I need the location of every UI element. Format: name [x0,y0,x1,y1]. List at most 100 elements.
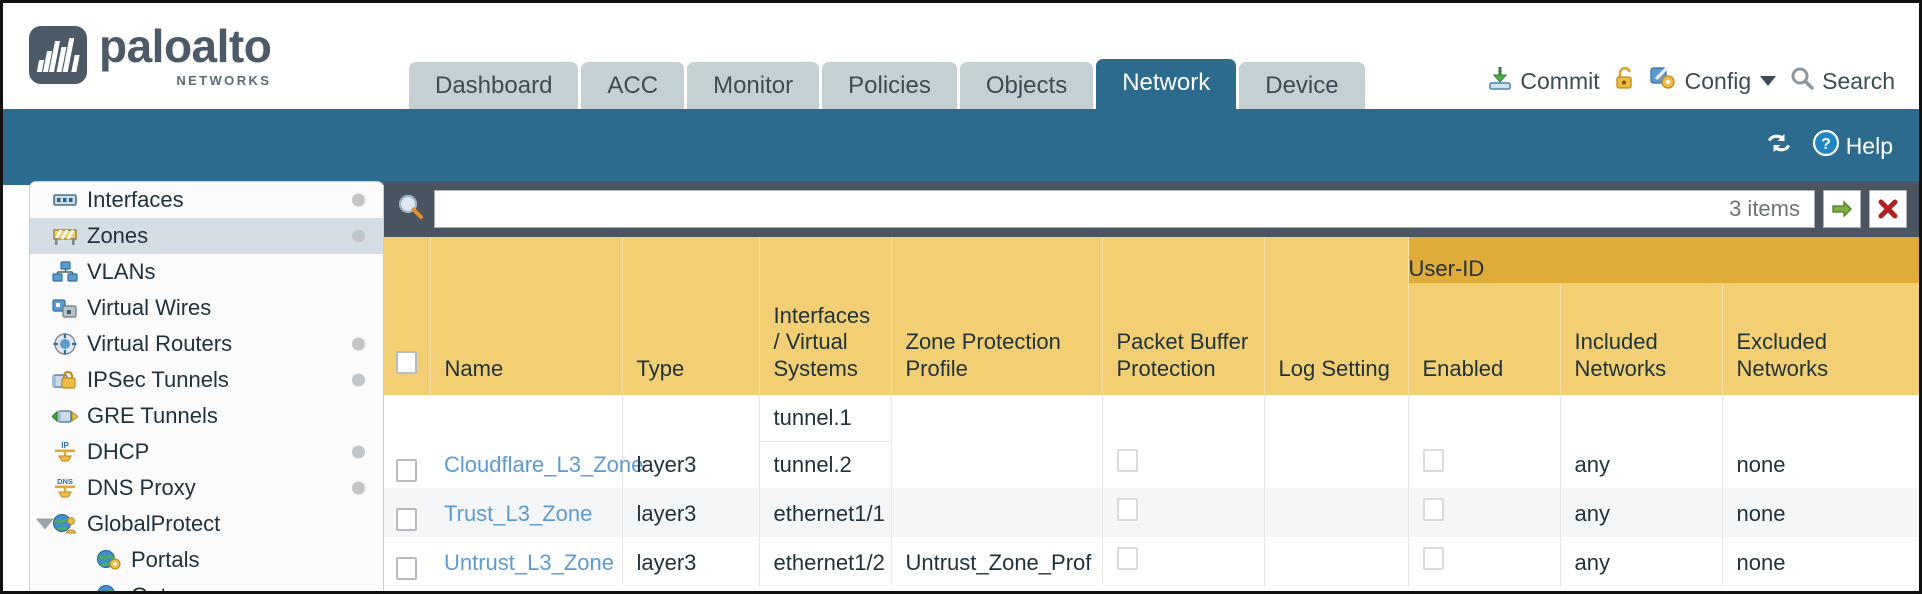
row-select-cell [384,488,430,537]
cell-userid-enabled [1408,537,1561,586]
sidebar-item-gre-tunnels[interactable]: GRE Tunnels [30,398,383,434]
sidebar-item-virtual-wires[interactable]: Virtual Wires [30,290,383,326]
sidebar-item-globalprotect[interactable]: GlobalProtect [30,506,383,542]
search-button[interactable]: Search [1789,65,1895,97]
row-checkbox[interactable] [396,508,417,531]
tab-device[interactable]: Device [1239,61,1365,109]
cell-zone-protection-profile [891,488,1103,537]
sidebar-item-label: Virtual Routers [87,331,233,356]
group-spacer [891,237,1103,283]
userid-enabled-checkbox[interactable] [1422,449,1444,472]
sidebar-item-dhcp[interactable]: IP DHCP [30,434,383,470]
search-input[interactable]: 3 items [434,190,1815,228]
column-header-included-networks[interactable]: Included Networks [1560,283,1723,395]
group-spacer [1102,237,1265,283]
sidebar-item-label: VLANs [87,259,156,284]
cell-interfaces: ethernet1/1 [759,488,892,537]
cell-excluded-networks: none [1722,395,1919,488]
sub-header-actions: ? Help [1764,129,1893,163]
sidebar-item-label: IPSec Tunnels [87,367,229,392]
status-dot [352,481,365,495]
commit-label: Commit [1520,67,1600,94]
tab-dashboard[interactable]: Dashboard [409,61,579,109]
search-label: Search [1822,67,1895,94]
sidebar-item-virtual-routers[interactable]: Virtual Routers [30,326,383,362]
sidebar-item-label: Gateways [131,583,229,591]
brand-name: paloalto [99,20,272,72]
packet-buffer-protection-checkbox[interactable] [1116,449,1138,472]
userid-enabled-checkbox[interactable] [1422,547,1444,570]
tab-monitor[interactable]: Monitor [687,61,820,109]
sidebar-item-vlans[interactable]: VLANs [30,254,383,290]
cell-included-networks: any [1560,488,1723,537]
group-spacer [622,237,760,283]
svg-text:IP: IP [61,441,69,450]
cell-log-setting [1264,537,1409,586]
zones-table-container: User-ID Name Type Interfaces / Virtual S… [384,237,1919,591]
gre-tunnels-icon [51,404,79,428]
sidebar-item-label: DHCP [87,439,150,464]
table-row[interactable]: Trust_L3_Zone layer3 ethernet1/1 [384,488,1919,537]
sidebar-item-dns-proxy[interactable]: DNS DNS Proxy [30,470,383,506]
cell-packet-buffer-protection [1102,537,1265,586]
column-header-enabled[interactable]: Enabled [1408,283,1561,395]
table-row[interactable]: Cloudflare_L3_Zone layer3 tunnel.1 tunne… [384,395,1919,488]
zone-link[interactable]: Cloudflare_L3_Zone [444,452,644,477]
row-checkbox[interactable] [396,459,417,482]
apply-filter-button[interactable] [1823,190,1861,228]
status-dot [352,445,365,459]
cell-excluded-networks: none [1722,537,1919,586]
packet-buffer-protection-checkbox[interactable] [1116,498,1138,521]
table-row[interactable]: Untrust_L3_Zone layer3 ethernet1/2 Untru… [384,537,1919,586]
tab-acc[interactable]: ACC [581,61,685,109]
sidebar-item-gateways[interactable]: Gateways [30,578,383,591]
userid-enabled-checkbox[interactable] [1422,498,1444,521]
sidebar-item-zones[interactable]: Zones [30,218,383,254]
column-header-zone-protection-profile[interactable]: Zone Protection Profile [891,283,1103,395]
sidebar-item-portals[interactable]: Portals [30,542,383,578]
dhcp-icon: IP [52,440,78,464]
commit-button[interactable]: Commit [1487,65,1600,97]
cell-included-networks: any [1560,537,1723,586]
cell-interfaces: tunnel.1 tunnel.2 [759,395,892,488]
zone-link[interactable]: Untrust_L3_Zone [444,550,614,575]
chevron-down-icon[interactable] [36,518,54,530]
sidebar-item-interfaces[interactable]: Interfaces [30,182,383,218]
group-spacer [384,237,431,283]
packet-buffer-protection-checkbox[interactable] [1116,547,1138,570]
column-group-user-id: User-ID [1408,237,1919,283]
search-icon[interactable] [396,192,426,227]
unlock-icon[interactable] [1613,65,1637,97]
cell-userid-enabled [1408,488,1561,537]
refresh-icon[interactable] [1764,130,1794,162]
status-dot [352,229,365,243]
interfaces-icon [52,188,78,212]
select-all-checkbox[interactable] [396,351,417,375]
column-header-type[interactable]: Type [622,283,760,395]
row-select-cell [384,395,430,488]
help-button[interactable]: ? Help [1812,129,1893,163]
status-dot [352,337,365,351]
tab-policies[interactable]: Policies [822,61,957,109]
brand-logo: paloalto NETWORKS [29,20,272,87]
globalprotect-icon [52,512,78,536]
tab-objects[interactable]: Objects [959,61,1094,109]
zones-table: User-ID Name Type Interfaces / Virtual S… [384,237,1919,586]
tab-network[interactable]: Network [1096,58,1237,109]
column-header-excluded-networks[interactable]: Excluded Networks [1722,283,1919,395]
svg-text:DNS: DNS [57,477,73,486]
row-checkbox[interactable] [396,557,417,580]
clear-filter-button[interactable] [1869,190,1907,228]
column-header-interfaces[interactable]: Interfaces / Virtual Systems [759,283,892,395]
config-menu[interactable]: Config [1650,65,1777,97]
status-dot [352,193,365,207]
cell-zone-protection-profile [891,395,1103,488]
column-header-log-setting[interactable]: Log Setting [1264,283,1409,395]
column-header-name[interactable]: Name [430,283,623,395]
portals-icon [96,548,122,572]
cell-name: Trust_L3_Zone [430,488,623,537]
sidebar-item-ipsec-tunnels[interactable]: IPSec Tunnels [30,362,383,398]
zone-link[interactable]: Trust_L3_Zone [444,501,593,526]
column-header-packet-buffer-protection[interactable]: Packet Buffer Protection [1102,283,1265,395]
group-spacer [430,237,623,283]
